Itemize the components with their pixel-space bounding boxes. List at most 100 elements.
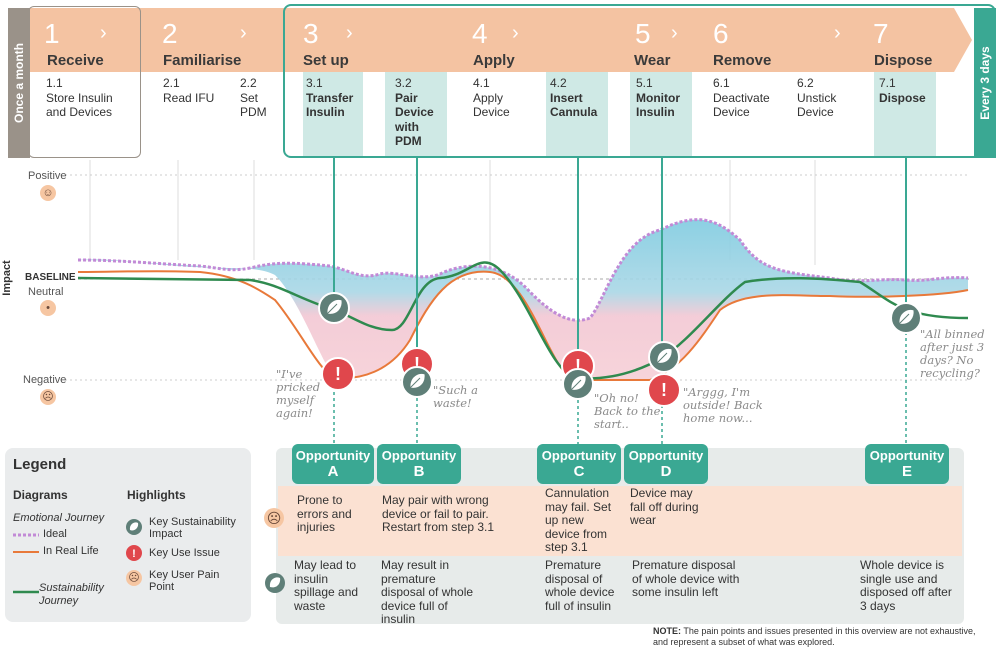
chevron-right-icon: › <box>240 22 247 44</box>
chevron-right-icon: › <box>346 22 353 44</box>
stage-name-familiarise: Familiarise <box>163 52 242 69</box>
pain-point-face-icon: ☹ <box>264 508 284 528</box>
stage-number: 5 <box>635 18 651 49</box>
stage-number: 6 <box>713 18 729 49</box>
chevron-right-icon: › <box>512 22 519 44</box>
every-3-days-group-frame <box>283 4 996 158</box>
sustain-impact-b: May result in premature disposal of whol… <box>381 558 474 626</box>
stage-arrow-bar <box>30 8 972 72</box>
monthly-group-frame <box>28 6 141 158</box>
pain-point-face-icon: ☹ <box>126 570 142 586</box>
stages: 1 › Receive 2 › Familiarise 3 › Set up 4… <box>30 8 970 72</box>
step-highlight <box>303 72 363 157</box>
pain-point-a: Prone to errors and injuries <box>297 493 352 534</box>
legend-diagrams-title: Diagrams <box>13 488 68 502</box>
frequency-band-monthly: Once a month <box>8 8 30 158</box>
quote-pricked: "I've pricked myself again! <box>276 367 321 420</box>
quote-no-recycling: "All binned after just 3 days? No recycl… <box>920 327 985 380</box>
sustainability-leaf-icon <box>401 366 433 398</box>
sustain-impact-e: Whole device is single use and disposed … <box>860 558 952 613</box>
stage-name-receive: Receive <box>47 52 104 69</box>
sustain-impact-c: Premature disposal of whole device full … <box>545 558 615 613</box>
stage-number: 1 <box>44 18 60 49</box>
stage-name-remove: Remove <box>713 52 772 69</box>
legend-sustainability-label: Sustainability Journey <box>39 582 104 607</box>
legend-key-use-issue: Key Use Issue <box>149 547 220 559</box>
sustain-impact-d: Premature disposal of whole device with … <box>632 558 740 599</box>
svg-text:!: ! <box>414 354 420 374</box>
stage-number: 3 <box>303 18 319 49</box>
sustainability-row <box>278 556 962 622</box>
sustain-impact-a: May lead to insulin spillage and waste <box>294 558 359 613</box>
legend-key-pain-point: Key User Pain Point <box>149 569 220 593</box>
sustainability-line-swatch <box>13 590 39 594</box>
stage-number: 2 <box>162 18 178 49</box>
footnote: NOTE: The pain points and issues present… <box>653 626 976 647</box>
pain-point-d: Device may fall off during wear <box>630 486 699 527</box>
legend-emotional-journey: Emotional Journey <box>13 512 105 524</box>
happy-face-icon: ☺ <box>40 185 56 201</box>
chevron-right-icon: › <box>671 22 678 44</box>
axis-label-positive: Positive <box>28 170 67 182</box>
use-issue-alert-icon: ! <box>126 545 142 561</box>
sad-face-icon: ☹ <box>40 389 56 405</box>
stage-name-apply: Apply <box>473 52 515 69</box>
pain-point-b: May pair with wrong device or fail to pa… <box>382 493 495 534</box>
axis-label-negative: Negative <box>23 374 67 386</box>
stage-number: 4 <box>472 18 488 49</box>
quote-back-to-start: "Oh no! Back to the start.. <box>594 391 661 431</box>
stage-number: 7 <box>873 18 889 49</box>
legend-ideal-label: Ideal <box>43 528 67 540</box>
real-life-line-swatch <box>13 551 39 553</box>
step-highlight <box>630 72 692 157</box>
neutral-face-icon: • <box>40 300 56 316</box>
frequency-band-3days: Every 3 days <box>974 8 996 158</box>
quote-outside: "Arggg, I'm outside! Back home now... <box>683 385 763 425</box>
svg-text:!: ! <box>335 364 341 384</box>
stage-name-dispose: Dispose <box>874 52 933 69</box>
quote-waste: "Such a waste! <box>433 383 478 410</box>
step-highlight <box>546 72 608 157</box>
step-highlight <box>874 72 936 157</box>
step-highlight <box>385 72 447 157</box>
sustainability-leaf-icon <box>126 519 142 535</box>
legend-panel: Legend Diagrams Emotional Journey Ideal … <box>5 448 251 622</box>
legend-title: Legend <box>13 456 67 473</box>
axis-label-baseline: BASELINE <box>25 272 76 283</box>
sustainability-leaf-icon <box>265 573 285 593</box>
svg-text:!: ! <box>132 548 136 560</box>
svg-text:!: ! <box>575 356 581 376</box>
legend-highlights-title: Highlights <box>127 488 186 502</box>
stage-name-setup: Set up <box>303 52 349 69</box>
ideal-line-swatch <box>13 533 39 537</box>
pain-point-row <box>278 486 962 556</box>
legend-real-life-label: In Real Life <box>43 545 99 557</box>
legend-key-sustainability: Key Sustainability Impact <box>149 516 236 540</box>
sustainability-leaf-icon <box>562 368 594 400</box>
axis-label-neutral: Neutral <box>28 286 64 298</box>
chevron-right-icon: › <box>834 22 841 44</box>
sustainability-leaf-icon <box>318 292 350 324</box>
svg-text:!: ! <box>661 380 667 400</box>
pain-point-c: Cannulation may fail. Set up new device … <box>545 486 612 554</box>
stage-name-wear: Wear <box>634 52 671 69</box>
use-issue-alert-icon: ! <box>647 373 681 407</box>
chevron-right-icon: › <box>100 22 107 44</box>
use-issue-alert-icon: ! <box>321 357 355 391</box>
